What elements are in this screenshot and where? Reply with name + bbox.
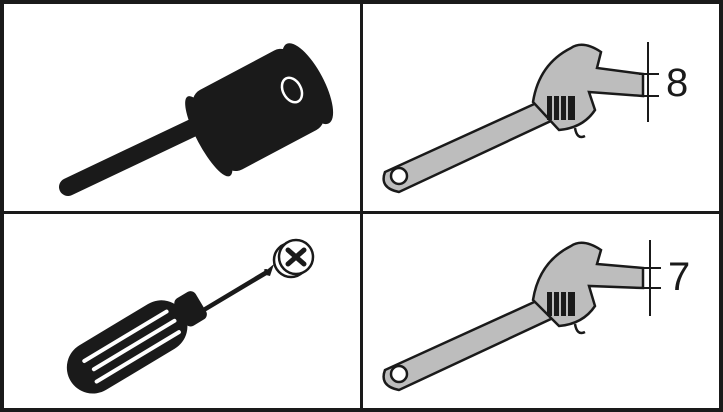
- panel-screwdriver: [4, 214, 360, 408]
- wrench-icon: 8: [363, 4, 719, 211]
- screwdriver-icon: [4, 214, 360, 408]
- wrench-size-label-8: 8: [666, 61, 688, 105]
- panel-wrench-8: 8: [363, 4, 719, 211]
- mallet-icon: [4, 4, 360, 211]
- panel-mallet: [4, 4, 360, 211]
- panel-wrench-7: 7: [363, 214, 719, 408]
- wrench-icon: 7: [363, 214, 719, 408]
- wrench-size-label-7: 7: [668, 255, 690, 299]
